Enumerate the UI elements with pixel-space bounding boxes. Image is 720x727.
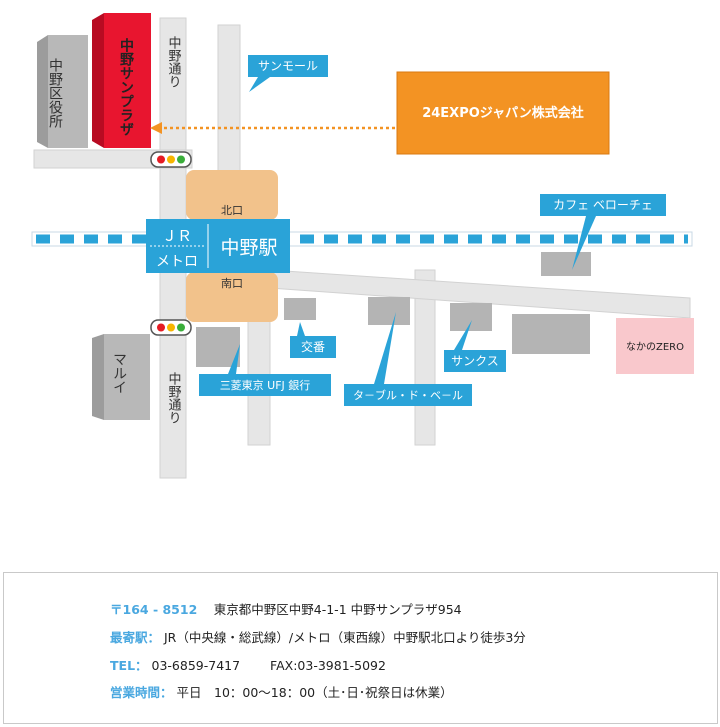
sunmall-callout: サンモール (248, 55, 328, 92)
koban-callout: 交番 (290, 322, 336, 358)
sunkus-callout: サンクス (444, 320, 506, 372)
ward-office-label: 中野区役所 (47, 58, 63, 128)
railway-line (31, 231, 693, 247)
company-arrow-head-icon (150, 122, 162, 134)
address: 東京都中野区中野4-1-1 中野サンプラザ954 (213, 602, 462, 617)
station-line-metro: メトロ (156, 254, 198, 270)
station-line-jr: ＪＲ (162, 227, 192, 245)
traffic-light-north-icon (150, 151, 192, 168)
street-nakano-dori-north: 中野通り (166, 36, 182, 88)
postal-row: 〒164 - 8512 東京都中野区中野4-1-1 中野サンプラザ954 (110, 599, 462, 618)
restaurant-callout: タ－ブル・ド・ベ－ル (344, 312, 472, 406)
cafe-label: カフェ ベローチェ (553, 198, 653, 212)
south-exit-area (186, 272, 278, 322)
cafe-callout: カフェ ベローチェ (540, 194, 666, 270)
nakano-zero-building (616, 318, 694, 374)
bank-label: 三菱東京 UFJ 銀行 (220, 378, 311, 392)
tel-key: TEL： (110, 658, 148, 673)
shop-buildings (196, 252, 591, 367)
restaurant-label: タ－ブル・ド・ベ－ル (353, 388, 463, 402)
marui-label: マルイ (111, 352, 127, 394)
south-exit-label: 南口 (221, 277, 243, 290)
koban-label: 交番 (301, 339, 325, 354)
north-exit-area (186, 170, 278, 220)
nearest-station-value: JR（中央線・総武線）/メトロ（東西線）中野駅北口より徒歩3分 (164, 630, 526, 645)
street-nakano-dori-south: 中野通り (166, 372, 182, 424)
nakano-zero-label: なかのZERO (626, 341, 684, 353)
north-exit-label: 北口 (221, 204, 243, 217)
postal-code: 〒164 - 8512 (110, 602, 198, 617)
company-callout: 24EXPOジャパン株式会社 (150, 71, 610, 155)
traffic-light-south-icon (150, 319, 192, 336)
station-name: 中野駅 (220, 237, 277, 259)
sunplaza-building: 中野サンプラザ (92, 13, 151, 148)
sunplaza-label: 中野サンプラザ (118, 37, 134, 136)
fax-value: FAX:03-3981-5092 (270, 658, 386, 673)
station-row: 最寄駅： JR（中央線・総武線）/メトロ（東西線）中野駅北口より徒歩3分 (110, 627, 526, 646)
tel-value[interactable]: 03-6859-7417 (151, 658, 241, 673)
sunmall-label: サンモール (258, 59, 318, 73)
ward-office-building: 中野区役所 (37, 35, 88, 148)
tel-row: TEL： 03-6859-7417 FAX:03-3981-5092 (110, 655, 386, 674)
hours-value: 平日 10：00～18：00（土･日･祝祭日は休業） (176, 685, 453, 700)
nearest-station-key: 最寄駅： (110, 630, 161, 645)
hours-row: 営業時間： 平日 10：00～18：00（土･日･祝祭日は休業） (110, 682, 453, 701)
hours-key: 営業時間： (110, 685, 173, 700)
area-map: 北口 南口 ＪＲ メトロ 中野駅 中野通り 中野通り 中野区役所 (31, 13, 694, 479)
sunkus-label: サンクス (451, 354, 499, 368)
company-label: 24EXPOジャパン株式会社 (422, 105, 584, 121)
marui-building: マルイ (92, 334, 150, 420)
station-sign: ＪＲ メトロ 中野駅 (146, 219, 290, 273)
access-info-panel: 〒164 - 8512 東京都中野区中野4-1-1 中野サンプラザ954 最寄駅… (3, 572, 718, 724)
bank-callout: 三菱東京 UFJ 銀行 (199, 344, 331, 396)
